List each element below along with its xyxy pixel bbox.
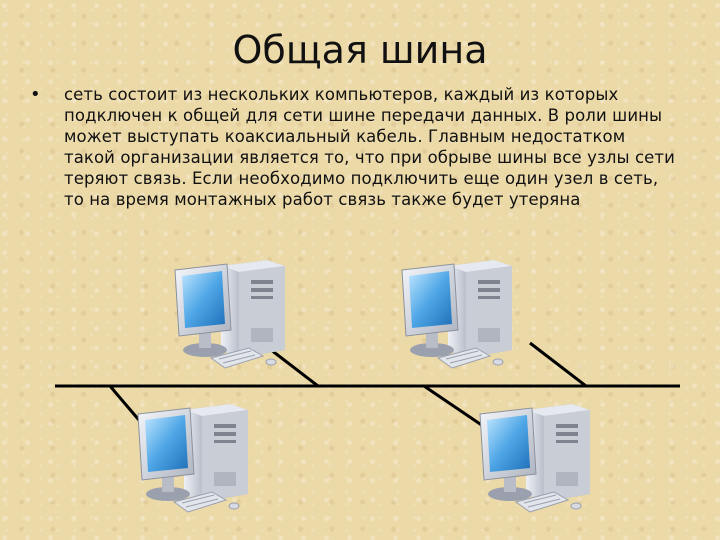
computer-icon: [401, 259, 513, 369]
drop-cable-2: [529, 341, 587, 388]
computer-icon: [174, 259, 286, 369]
bullet-marker: •: [30, 84, 41, 105]
slide-title: Общая шина: [232, 28, 488, 72]
bullet-text: сеть состоит из нескольких компьютеров, …: [64, 85, 675, 209]
drop-cable-4: [423, 384, 487, 430]
bullet-item: • сеть состоит из нескольких компьютеров…: [30, 84, 680, 210]
computer-icon: [479, 403, 591, 513]
computer-icon: [137, 403, 249, 513]
